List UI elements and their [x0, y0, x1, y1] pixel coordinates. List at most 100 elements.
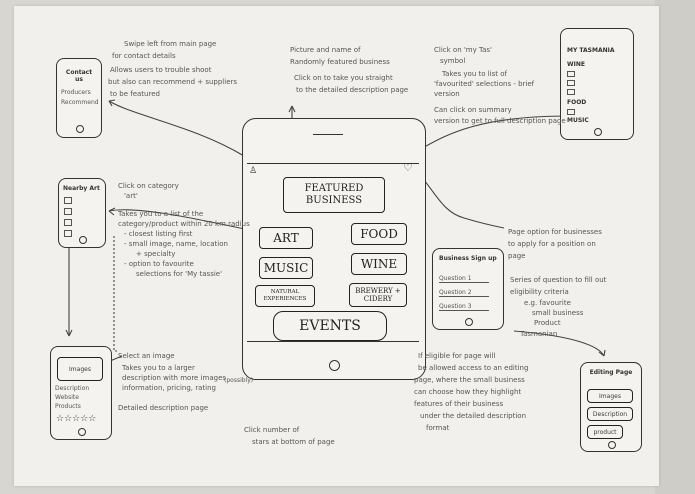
my-tasmania-phone: MY TASMANIA WINE FOOD MUSIC [560, 28, 634, 140]
tasmania-section-music: MUSIC [567, 117, 589, 124]
wall-background [655, 0, 695, 494]
note-eligible-line: features of their business [414, 400, 503, 409]
note-eligible-line: can choose how they highlight [414, 388, 521, 397]
brewery-cidery-button[interactable]: BREWERY + CIDERY [349, 283, 407, 307]
note-eligible-line: under the detailed description [420, 412, 526, 421]
events-button[interactable]: EVENTS [273, 311, 387, 341]
home-button-icon [76, 125, 84, 133]
featured-business-button[interactable]: FEATURED BUSINESS [283, 177, 385, 213]
note-eligible-line: page, where the small business [414, 376, 525, 385]
note-picture-line: Picture and name of [290, 46, 361, 55]
note-category-line: + specialty [136, 250, 175, 259]
tablet-main: ♙ ♡ FEATURED BUSINESS ART FOOD MUSIC WIN… [242, 118, 426, 380]
note-stars-line: stars at bottom of page [252, 438, 335, 447]
note-eligible-line: format [426, 424, 449, 433]
note-swipe-line: but also can recommend + suppliers [108, 78, 237, 87]
home-button-icon [465, 318, 473, 326]
nearby-phone: Nearby Art [58, 178, 106, 248]
note-category-line: - closest listing first [124, 230, 192, 239]
note-heart-line: version to get to full description page [434, 117, 566, 126]
detail-images-box: Images [57, 357, 103, 381]
note-possibly: (possibly) [224, 376, 253, 385]
home-button-icon[interactable] [329, 360, 340, 371]
note-eligible-line: be allowed access to an editing [418, 364, 528, 373]
note-category-line: Click on category [118, 182, 179, 191]
note-category-line: selections for 'My tassie' [136, 270, 222, 279]
person-icon[interactable]: ♙ [249, 167, 257, 176]
art-button[interactable]: ART [259, 227, 313, 249]
music-label: MUSIC [264, 261, 309, 275]
natural-label: NATURAL EXPERIENCES [259, 289, 311, 303]
note-picture-line: Click on to take you straight [294, 74, 393, 83]
detail-line-2: Website [55, 394, 79, 401]
note-category-line: - small image, name, location [124, 240, 228, 249]
note-heart-line: Click on 'my Tas' [434, 46, 492, 55]
detail-images-label: Images [69, 366, 91, 373]
note-stars-line: Click number of [244, 426, 299, 435]
tasmania-title: MY TASMANIA [567, 47, 615, 54]
note-apply-line: Product [534, 319, 561, 328]
contact-phone: Contact us Producers Recommend [56, 58, 102, 138]
signup-q2: Question 2 [439, 289, 489, 297]
note-apply-line: to apply for a position on [508, 240, 596, 249]
speaker-slot [313, 131, 343, 135]
signup-q3: Question 3 [439, 303, 489, 311]
note-select-line: Select an image [118, 352, 175, 361]
contact-line-2: Recommend [61, 99, 99, 106]
note-category-line: category/product within 20 km radius [118, 220, 250, 229]
note-heart-line: Can click on summary [434, 106, 512, 115]
natural-experiences-button[interactable]: NATURAL EXPERIENCES [255, 285, 315, 307]
note-swipe-line: to be featured [110, 90, 160, 99]
arrow-to-contact [109, 101, 244, 156]
featured-label: FEATURED BUSINESS [294, 183, 374, 207]
note-swipe-line: Allows users to trouble shoot [110, 66, 211, 75]
note-apply-line: Tasmanian [520, 330, 557, 339]
editing-images-box[interactable]: Images [587, 389, 633, 403]
note-swipe-line: for contact details [112, 52, 176, 61]
signup-phone: Business Sign up Question 1 Question 2 Q… [432, 248, 504, 330]
home-button-icon [78, 428, 86, 436]
art-label: ART [273, 231, 299, 245]
paper-sheet: Contact us Producers Recommend Nearby Ar… [14, 6, 659, 486]
note-apply-line: eligibility criteria [510, 288, 569, 297]
contact-title: Contact us [61, 69, 97, 83]
note-apply-line: e.g. favourite [524, 299, 571, 308]
signup-q1: Question 1 [439, 275, 489, 283]
note-category-line: 'art' [124, 192, 138, 201]
note-heart-line: 'favourited' selections - brief [434, 80, 534, 89]
wine-label: WINE [361, 257, 397, 271]
home-button-icon [594, 128, 602, 136]
note-heart-line: version [434, 90, 460, 99]
brewery-label: BREWERY + CIDERY [353, 287, 403, 303]
detail-phone: Images Description Website Products ☆☆☆☆… [50, 346, 112, 440]
editing-images-label: Images [599, 393, 621, 400]
detail-line-1: Description [55, 385, 89, 392]
star-rating-icon: ☆☆☆☆☆ [56, 415, 96, 424]
signup-title: Business Sign up [439, 255, 497, 262]
editing-product-box[interactable]: product [587, 425, 623, 439]
editing-title: Editing Page [589, 369, 633, 376]
note-category-line: - option to favourite [124, 260, 194, 269]
tasmania-section-food: FOOD [567, 99, 586, 106]
note-select-line: description with more images [122, 374, 226, 383]
note-apply-line: page [508, 252, 525, 261]
tasmania-section-wine: WINE [567, 61, 585, 68]
home-button-icon [608, 441, 616, 449]
food-button[interactable]: FOOD [351, 223, 407, 245]
editing-description-box[interactable]: Description [587, 407, 633, 421]
heart-icon[interactable]: ♡ [403, 163, 413, 172]
note-picture-line: Randomly featured business [290, 58, 390, 67]
editing-product-label: product [593, 429, 616, 436]
home-button-icon [79, 236, 87, 244]
note-apply-line: Page option for businesses [508, 228, 602, 237]
note-heart-line: Takes you to list of [442, 70, 507, 79]
note-swipe-line: Swipe left from main page [124, 40, 216, 49]
note-select-line: Detailed description page [118, 404, 208, 413]
wine-button[interactable]: WINE [351, 253, 407, 275]
note-select-line: Takes you to a larger [122, 364, 195, 373]
note-apply-line: small business [532, 309, 583, 318]
contact-line-1: Producers [61, 89, 91, 96]
music-button[interactable]: MUSIC [259, 257, 313, 279]
detail-line-3: Products [55, 403, 81, 410]
note-heart-line: symbol [440, 57, 465, 66]
